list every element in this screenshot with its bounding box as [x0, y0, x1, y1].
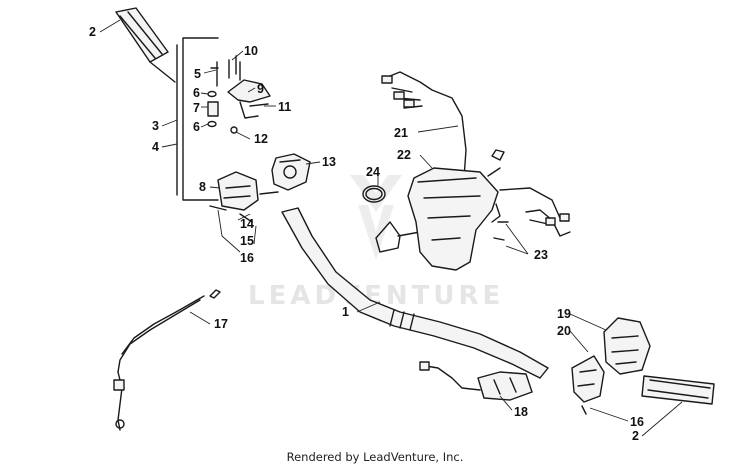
callout-16: 16 [240, 251, 254, 265]
callout-8: 8 [199, 180, 206, 194]
callout-22: 22 [397, 148, 411, 162]
wiring-18-part [419, 361, 533, 401]
callout-2b: 2 [632, 429, 639, 443]
left-switch-part [209, 171, 279, 223]
callout-labels: 2 10 5 9 6 7 11 3 6 12 4 13 8 14 15 16 2… [89, 25, 644, 443]
callout-17: 17 [214, 317, 228, 331]
left-grip-part [115, 7, 176, 83]
callout-12: 12 [254, 132, 268, 146]
callout-13: 13 [322, 155, 336, 169]
callout-10: 10 [244, 44, 258, 58]
callout-23: 23 [534, 248, 548, 262]
callout-6: 6 [193, 86, 200, 100]
throttle-cable-part [113, 289, 221, 431]
callout-16b: 16 [630, 415, 644, 429]
wire-connector-part [525, 209, 571, 237]
leader-lines [99, 19, 683, 437]
ring-part [362, 185, 386, 203]
callout-9: 9 [257, 82, 264, 96]
callout-3: 3 [152, 119, 159, 133]
callout-21: 21 [394, 126, 408, 140]
screw-23-part [493, 221, 509, 241]
callout-6b: 6 [193, 120, 200, 134]
callout-7: 7 [193, 101, 200, 115]
handlebar-part [281, 207, 549, 379]
callout-1: 1 [342, 305, 349, 319]
callout-14: 14 [240, 217, 254, 231]
callout-24: 24 [366, 165, 380, 179]
bracket-lines [176, 37, 219, 201]
callout-18: 18 [514, 405, 528, 419]
footer-credit: Rendered by LeadVenture, Inc. [286, 450, 464, 464]
callout-15: 15 [240, 234, 254, 248]
display-wiring-part [375, 71, 561, 253]
switch-housing-part [271, 153, 311, 191]
callout-2: 2 [89, 25, 96, 39]
callout-11: 11 [278, 100, 291, 114]
callout-20: 20 [557, 324, 571, 338]
callout-4: 4 [152, 140, 159, 154]
watermark-logo-icon [350, 175, 402, 260]
right-grip-part [641, 375, 715, 405]
callout-5: 5 [194, 67, 201, 81]
callout-19: 19 [557, 307, 571, 321]
right-switch-part [571, 317, 651, 415]
display-cover-part [407, 167, 501, 271]
